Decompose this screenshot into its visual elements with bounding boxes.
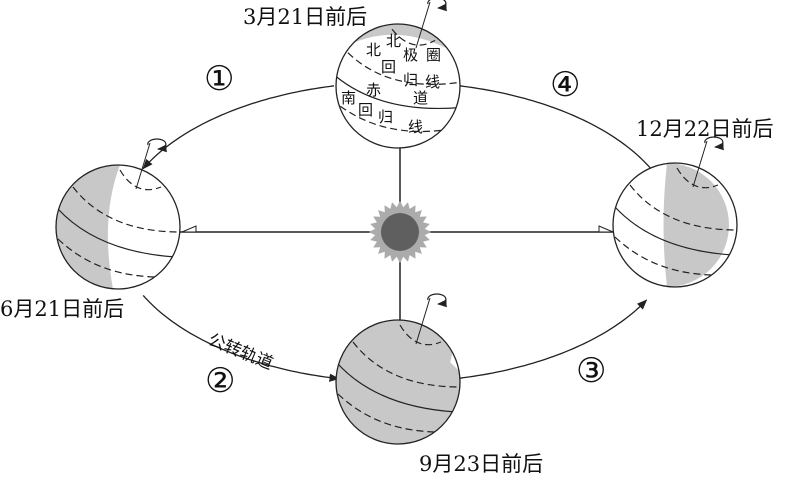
marker-triangle <box>598 225 614 233</box>
arctic-label-2: 极 <box>403 46 419 64</box>
globe-outline <box>335 319 461 445</box>
globe-sep23 <box>335 293 461 445</box>
night-side <box>663 163 729 287</box>
capricorn-label-1: 南 <box>341 89 357 107</box>
cancer-label-4: 线 <box>425 73 441 91</box>
date-label-dec22: 12月22日前后 <box>636 117 774 141</box>
tropic-of-cancer <box>629 184 737 231</box>
stage-3: ③ <box>576 351 607 391</box>
date-label-mar21: 3月21日前后 <box>243 5 368 29</box>
earth-axis <box>415 297 431 345</box>
earth-axis <box>692 140 708 188</box>
tropic-of-cancer <box>72 186 180 233</box>
tropic-of-capricorn <box>339 105 447 133</box>
globe-body <box>336 24 460 148</box>
tropic-of-capricorn <box>337 393 441 433</box>
marker-triangle <box>181 225 197 233</box>
orbit-arc <box>455 299 648 380</box>
cancer-label-3: 归 <box>403 71 419 89</box>
earth-axis <box>135 142 151 190</box>
earth-axis <box>415 1 431 49</box>
globe-outline <box>612 162 738 288</box>
globe-outline <box>335 23 461 149</box>
globe-dec22 <box>612 136 738 288</box>
capricorn-label-2: 回 <box>358 101 374 119</box>
stage-1: ① <box>204 59 235 99</box>
rotation-arrow-icon <box>704 136 724 151</box>
sun <box>369 201 431 263</box>
globe-jun21 <box>55 138 181 290</box>
latitude-lines <box>335 28 461 133</box>
tropic-of-cancer <box>352 341 460 388</box>
arctic-circle <box>391 28 436 46</box>
cancer-label-1: 北 <box>366 41 382 59</box>
equator-label-2: 道 <box>413 89 429 107</box>
rotation-arrow-icon <box>427 293 447 308</box>
rotation-arrow-icon <box>147 138 167 153</box>
equator-label-3: 线 <box>408 118 424 136</box>
stage-4: ④ <box>550 65 581 105</box>
date-label-sep23: 9月23日前后 <box>419 452 544 476</box>
date-label-jun21: 6月21日前后 <box>0 297 125 321</box>
arctic-label-3: 圈 <box>426 46 442 64</box>
orbit-arc <box>142 85 335 170</box>
globe-outline <box>55 164 181 290</box>
equator <box>57 208 177 258</box>
night-side <box>336 320 460 372</box>
tropic-of-capricorn <box>614 236 718 276</box>
arctic-circle <box>119 169 162 191</box>
sun-core <box>381 213 419 251</box>
night-side <box>56 165 120 289</box>
latitude-lines <box>614 167 737 276</box>
cancer-label-2: 回 <box>381 58 397 76</box>
latitude-lines <box>337 324 460 433</box>
capricorn-label-3: 归 <box>378 108 394 126</box>
rotation-arrow-icon <box>427 0 447 12</box>
orbit-arc <box>444 81 652 170</box>
equator <box>337 363 457 413</box>
stage-2: ② <box>205 361 236 401</box>
latitude-lines <box>57 169 180 278</box>
globe-mar21 <box>335 0 461 149</box>
tropic-of-capricorn <box>57 238 161 278</box>
arctic-circle <box>676 167 719 189</box>
arctic-label-1: 北 <box>386 32 402 50</box>
equator <box>335 76 460 110</box>
orbit-arc <box>142 294 340 382</box>
arctic-circle <box>399 324 442 346</box>
equator <box>614 206 734 256</box>
tropic-of-cancer <box>347 52 461 85</box>
equator-label-1: 赤 <box>366 81 382 99</box>
